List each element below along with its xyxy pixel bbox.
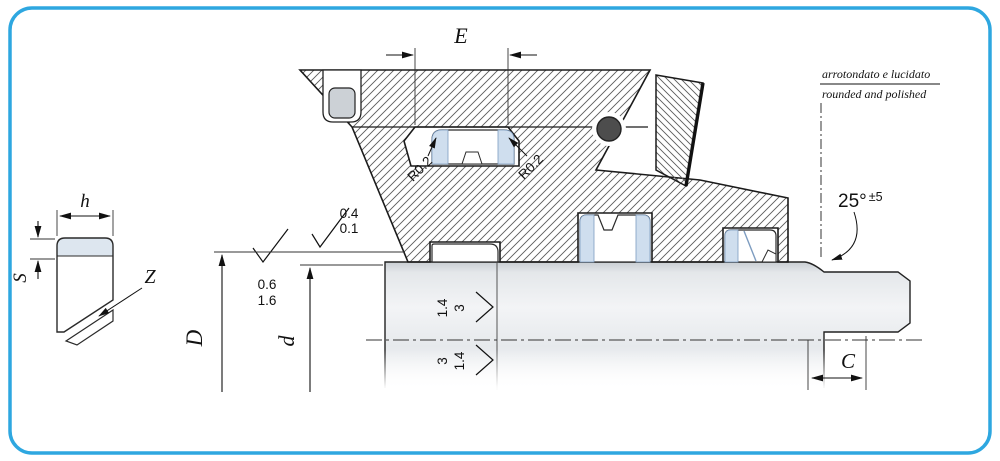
finish-symbol [475, 291, 494, 323]
roughness-value: 0.4 [340, 206, 359, 221]
chamfer-angle-value: 25° [838, 191, 867, 212]
chamfer-angle-tolerance: ±5 [869, 190, 883, 204]
chamfer-angle-callout: 25°±5 [831, 190, 883, 261]
secondary-seal [724, 229, 777, 263]
roughness-value: 1.4 [452, 351, 467, 370]
dimension-e: E [386, 23, 537, 125]
dimension-D: D [182, 251, 405, 392]
detail-cap-tint [57, 238, 113, 256]
wiper-lip-right [497, 129, 515, 165]
dim-e-label: E [453, 23, 468, 48]
dimension-c: C [807, 336, 867, 390]
leader-line [427, 137, 437, 157]
roughness-value: 1.6 [258, 293, 277, 308]
leader-line [508, 137, 528, 157]
backup-ring-body [431, 243, 499, 263]
secondary-seal-lip [724, 229, 739, 263]
detail-seal-lip [64, 308, 114, 346]
rod-seal-lip-right [635, 214, 651, 263]
roughness-value: 1.4 [435, 298, 450, 317]
roughness-value: 3 [452, 304, 467, 312]
plug-head [328, 87, 356, 119]
chamfer-angle-label: 25°±5 [838, 190, 883, 212]
secondary-seal-notch [761, 249, 777, 263]
detail-seal-body [56, 237, 114, 333]
backup-ring [431, 243, 499, 263]
roughness-rod-below: 3 1.4 [435, 344, 494, 376]
dim-D-label: D [182, 329, 207, 347]
dimension-s: S [10, 221, 55, 283]
dim-z-label: Z [144, 266, 156, 288]
o-ring [596, 116, 622, 142]
rod-break-fade [378, 350, 830, 396]
leader-line [98, 287, 143, 317]
secondary-seal-split [743, 230, 757, 262]
wedge-edge [684, 82, 705, 187]
roughness-rod-above: 1.4 3 [435, 291, 494, 323]
wiper-notch [461, 151, 483, 165]
note-italian: arrotondato e lucidato [822, 67, 930, 81]
finish-symbol [311, 207, 350, 249]
callout-z: Z [98, 266, 156, 317]
rod-seal [579, 214, 651, 263]
roughness-value: 3 [435, 357, 450, 365]
note-english: rounded and polished [822, 87, 927, 101]
housing [298, 69, 789, 263]
finish-symbol [252, 228, 289, 264]
finish-symbol [475, 344, 494, 376]
detail-view: h S Z [10, 191, 156, 346]
roughness-value: 0.6 [258, 277, 277, 292]
dimension-d: d [274, 264, 383, 392]
polished-note: arrotondato e lucidato rounded and polis… [820, 67, 940, 259]
dim-c-label: C [841, 349, 856, 373]
dim-s-label: S [10, 273, 31, 283]
roughness-groove: 0.4 0.1 [311, 206, 359, 249]
leader-line [831, 211, 858, 261]
rod-seal-lip-left [579, 214, 595, 263]
roughness-value: 0.1 [340, 221, 359, 236]
dimension-h: h [56, 191, 114, 236]
dim-h-label: h [80, 191, 90, 212]
wiper-lip-left [431, 129, 449, 165]
dim-d-label: d [274, 335, 299, 347]
wiper-seal [431, 129, 515, 165]
rod-outline [384, 261, 911, 388]
roughness-face: 0.6 1.6 [252, 228, 289, 308]
